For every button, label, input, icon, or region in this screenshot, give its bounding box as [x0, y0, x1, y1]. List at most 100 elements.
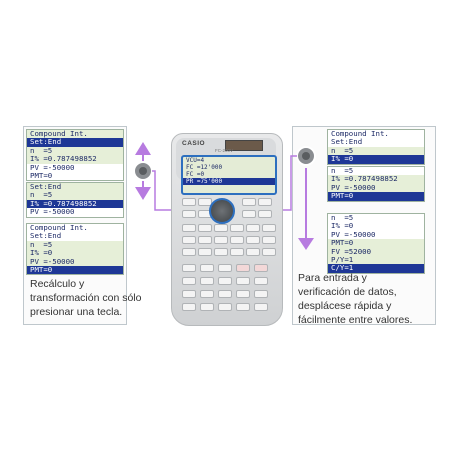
lcd-line: I% =0 — [328, 155, 424, 164]
calc-key[interactable] — [182, 224, 196, 232]
note-line: Recálculo y — [30, 278, 85, 290]
calc-key[interactable] — [242, 198, 256, 206]
calc-key-ac[interactable] — [254, 264, 268, 272]
calc-key[interactable] — [262, 224, 276, 232]
zoomed-display: VCU=4 FC =12'000 FC =0 PR =75'000 — [181, 155, 277, 195]
calc-key[interactable] — [230, 248, 244, 256]
zoom-line: VCU=4 — [186, 157, 205, 164]
brand-logo: CASIO — [182, 140, 206, 147]
lcd-line: Set:End — [30, 183, 62, 191]
lcd-line: PV =-50000 — [27, 208, 123, 217]
lcd-line: Set:End — [27, 138, 123, 147]
calc-key[interactable] — [198, 236, 212, 244]
left-screen-1: Compound Int. Set:End n =5 I% =0.7874988… — [26, 129, 124, 182]
calc-key[interactable] — [182, 277, 196, 285]
right-screen-2: n =5 I% =0.787498852 PV =-50000 PMT=0 — [327, 166, 425, 202]
lcd-line: I% =0.787498852 — [30, 155, 97, 164]
calc-key[interactable] — [200, 277, 214, 285]
calc-key[interactable] — [236, 303, 250, 311]
lcd-line: n =5 — [328, 167, 424, 176]
lcd-line: FV =52000 — [331, 247, 372, 256]
right-note: Para entrada y verificación de datos, de… — [298, 271, 412, 327]
calc-key[interactable] — [182, 264, 196, 272]
calc-key[interactable] — [200, 290, 214, 298]
lcd-line: PV =-50000 — [27, 163, 123, 172]
lcd-line: n =5 — [328, 214, 424, 223]
left-scroll-key-icon — [133, 161, 153, 181]
calc-key[interactable] — [262, 236, 276, 244]
note-line: desplácese rápida y — [298, 300, 392, 312]
replay-key-icon[interactable] — [209, 198, 235, 224]
lcd-line: PV =-50000 — [30, 257, 75, 266]
lcd-line: Set:End — [27, 232, 123, 241]
calc-key[interactable] — [246, 236, 260, 244]
calc-key[interactable] — [236, 290, 250, 298]
note-line: Para entrada y — [298, 272, 367, 284]
calc-key[interactable] — [218, 290, 232, 298]
calc-key[interactable] — [242, 210, 256, 218]
calc-key[interactable] — [230, 224, 244, 232]
lcd-line: Set:End — [328, 138, 424, 147]
lcd-line: I% =0 — [30, 249, 53, 258]
calc-key[interactable] — [236, 277, 250, 285]
lcd-line: PMT=0 — [27, 265, 123, 275]
calc-key[interactable] — [258, 210, 272, 218]
lcd-line: n =5 — [30, 240, 53, 249]
calc-key[interactable] — [200, 303, 214, 311]
calc-key[interactable] — [218, 303, 232, 311]
note-line: transformación con sólo — [30, 292, 142, 304]
calc-key[interactable] — [182, 198, 196, 206]
zoom-line: FC =0 — [186, 171, 205, 178]
note-line: fácilmente entre valores. — [298, 314, 413, 326]
note-line: presionar una tecla. — [30, 306, 123, 318]
solar-panel — [225, 140, 263, 151]
calc-key[interactable] — [258, 198, 272, 206]
calc-key[interactable] — [182, 210, 196, 218]
note-line: verificación de datos, — [298, 286, 397, 298]
lcd-line: Compound Int. — [27, 224, 123, 233]
lcd-line: I% =0.787498852 — [27, 199, 123, 209]
calc-key[interactable] — [214, 236, 228, 244]
lcd-line: PV =-50000 — [328, 230, 424, 240]
right-screen-1: Compound Int. Set:End n =5 I% =0 — [327, 129, 425, 165]
lcd-line: n =5 — [30, 146, 53, 155]
lcd-line: PV =-50000 — [331, 183, 376, 192]
calc-key[interactable] — [182, 303, 196, 311]
calc-key[interactable] — [218, 264, 232, 272]
calc-key[interactable] — [218, 277, 232, 285]
lcd-line: Compound Int. — [30, 130, 88, 138]
calc-key[interactable] — [200, 264, 214, 272]
calc-key-del[interactable] — [236, 264, 250, 272]
calc-key[interactable] — [198, 224, 212, 232]
lcd-line: I% =0.787498852 — [331, 175, 398, 184]
left-scroll-arrow-icon — [135, 142, 151, 200]
lcd-line: C/Y=1 — [328, 264, 424, 273]
lcd-line: n =5 — [331, 146, 354, 155]
lcd-line: Compound Int. — [328, 130, 424, 139]
left-note: Recálculo y transformación con sólo pres… — [30, 277, 141, 319]
lcd-line: PMT=0 — [27, 171, 123, 181]
calc-key[interactable] — [214, 248, 228, 256]
zoom-line: FC =12'000 — [186, 164, 223, 171]
calc-key[interactable] — [262, 248, 276, 256]
calc-key[interactable] — [214, 224, 228, 232]
calc-key[interactable] — [254, 290, 268, 298]
right-screen-3: n =5 I% =0 PV =-50000 PMT=0 FV =52000 P/… — [327, 213, 425, 274]
lcd-line: n =5 — [30, 191, 53, 200]
left-screen-2: Set:End n =5 I% =0.787498852 PV =-50000 — [26, 182, 124, 218]
calc-key[interactable] — [182, 236, 196, 244]
calc-key[interactable] — [254, 277, 268, 285]
calc-key[interactable] — [246, 248, 260, 256]
left-screen-3: Compound Int. Set:End n =5 I% =0 PV =-50… — [26, 223, 124, 276]
lcd-line: P/Y=1 — [331, 255, 354, 264]
calc-key[interactable] — [182, 290, 196, 298]
calc-key[interactable] — [182, 248, 196, 256]
calc-key[interactable] — [254, 303, 268, 311]
zoom-line: PR =75'000 — [183, 178, 275, 185]
lcd-line: I% =0 — [328, 222, 424, 231]
lcd-line: PMT=0 — [331, 239, 354, 248]
calc-key[interactable] — [230, 236, 244, 244]
calc-key[interactable] — [246, 224, 260, 232]
model-label: FC-200V — [215, 148, 234, 153]
calc-key[interactable] — [198, 248, 212, 256]
